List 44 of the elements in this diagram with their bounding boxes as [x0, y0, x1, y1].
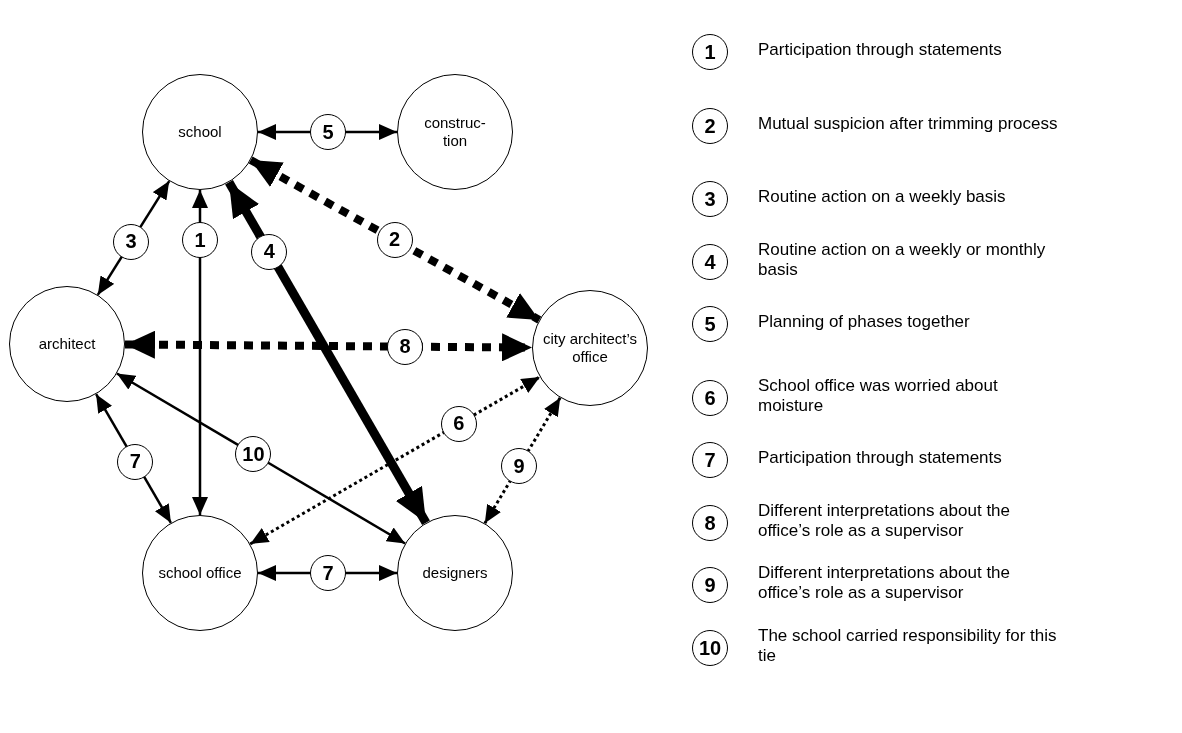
arrow: [116, 372, 406, 545]
edge-label: 6: [440, 405, 477, 442]
legend-number: 6: [692, 380, 728, 416]
actor-label: construc- tion: [423, 114, 487, 150]
legend-number: 1: [692, 34, 728, 70]
legend-description: Participation through statements: [758, 40, 1003, 60]
arrow: [249, 375, 541, 546]
legend-description: Mutual suspicion after trimming process: [758, 114, 1058, 134]
edge-label: 7: [310, 555, 346, 591]
actor-label: school office: [158, 564, 242, 582]
actor-label: city architect’s office: [542, 330, 638, 366]
legend-number: 10: [692, 630, 728, 666]
legend-description: Different interpretations about the office’s role as a supervisor: [758, 563, 1011, 603]
legend-description: Routine action on a weekly or monthly basis: [758, 240, 1047, 280]
arrow: [248, 156, 542, 324]
legend-number: 4: [692, 244, 728, 280]
edge-label: 3: [113, 223, 150, 260]
legend-number: 2: [692, 108, 728, 144]
arrow: [124, 330, 533, 362]
legend-description: School office was worried about moisture: [758, 376, 999, 416]
legend-number: 7: [692, 442, 728, 478]
edge-label: 2: [376, 221, 413, 258]
arrow: [192, 190, 208, 515]
legend-description: The school carried responsibility for this tie: [758, 626, 1058, 666]
legend-description: Different interpretations about the office’s role as a supervisor: [758, 501, 1011, 541]
edge-label: 9: [500, 448, 537, 485]
legend-number: 9: [692, 567, 728, 603]
legend-description: Participation through statements: [758, 448, 1003, 468]
actor-label: school: [178, 123, 222, 141]
edge-label: 10: [235, 436, 272, 473]
edge-label: 4: [251, 233, 288, 270]
legend-description: Routine action on a weekly basis: [758, 187, 1007, 207]
edge-label: 5: [310, 114, 346, 150]
edge-label: 7: [117, 443, 154, 480]
legend-number: 5: [692, 306, 728, 342]
arrow: [225, 179, 430, 526]
legend-number: 3: [692, 181, 728, 217]
actor-label: designers: [422, 564, 488, 582]
edge-label: 8: [387, 328, 424, 365]
legend-description: Planning of phases together: [758, 312, 971, 332]
actor-label: architect: [38, 335, 96, 353]
arrow: [483, 396, 562, 525]
legend-number: 8: [692, 505, 728, 541]
edge-label: 1: [182, 222, 218, 258]
